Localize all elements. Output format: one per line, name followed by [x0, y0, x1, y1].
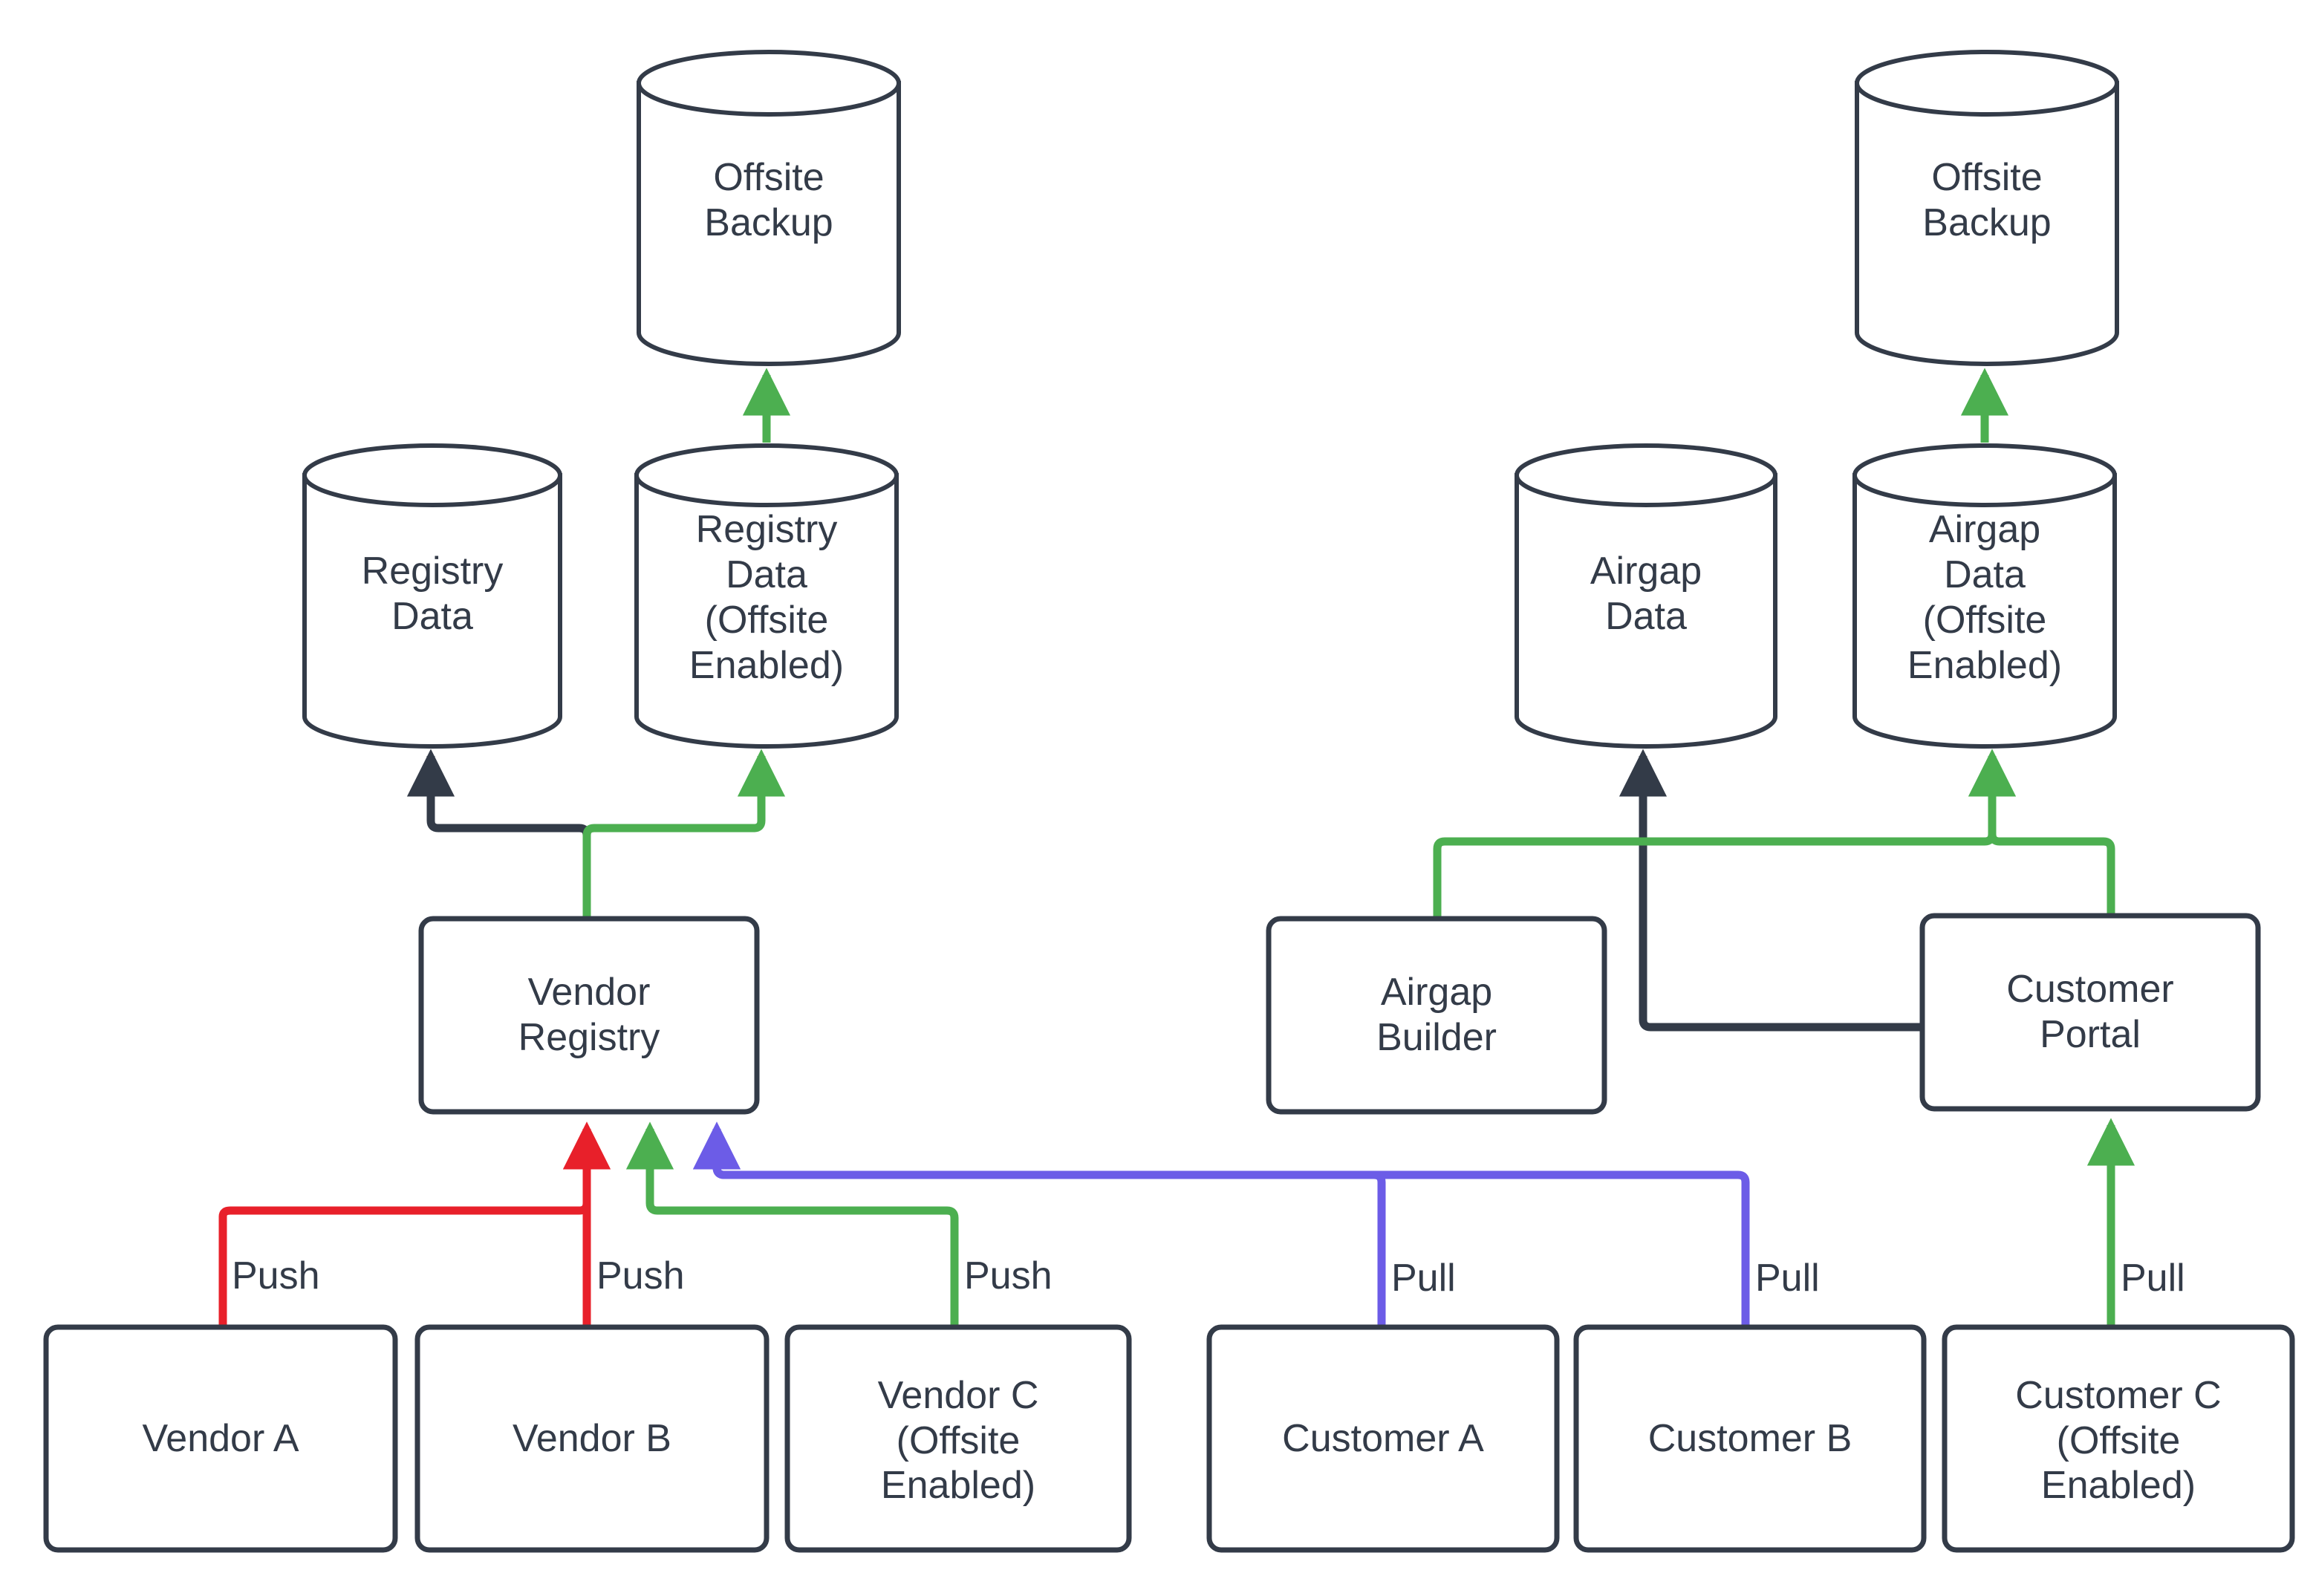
edge-portal-to-airgap-offsite — [1968, 749, 2115, 919]
edge-registry-to-data-offsite — [582, 749, 786, 919]
node-customer-portal[interactable] — [1919, 913, 2261, 1112]
edge-label-pull-customer-b: Pull — [1751, 1257, 1824, 1300]
node-customer-c[interactable] — [1942, 1324, 2295, 1553]
node-vendor-a[interactable] — [43, 1324, 398, 1553]
node-registry-data[interactable] — [302, 443, 562, 749]
node-offsite-backup-right[interactable] — [1855, 50, 2119, 366]
node-vendor-b[interactable] — [414, 1324, 770, 1553]
node-airgap-data[interactable] — [1515, 443, 1777, 749]
edge-label-push-vendor-a: Push — [227, 1254, 325, 1298]
edge-registry-to-data — [406, 749, 591, 919]
edge-builder-to-airgap-offsite — [1433, 749, 2017, 919]
node-airgap-data-offsite[interactable] — [1852, 443, 2117, 749]
edge-portal-to-airgap-data — [1619, 749, 1922, 1032]
edge-label-push-vendor-c: Push — [960, 1254, 1057, 1298]
edge-customer-b-pull — [692, 1121, 1750, 1327]
node-vendor-registry[interactable] — [418, 916, 760, 1115]
node-registry-data-offsite[interactable] — [634, 443, 899, 749]
edge-label-push-vendor-b: Push — [592, 1254, 689, 1298]
node-offsite-backup-left[interactable] — [637, 50, 901, 366]
node-customer-a[interactable] — [1206, 1324, 1560, 1553]
edge-label-pull-customer-a: Pull — [1387, 1257, 1460, 1300]
node-customer-b[interactable] — [1573, 1324, 1927, 1553]
edge-label-pull-customer-c: Pull — [2116, 1257, 2190, 1300]
node-vendor-c[interactable] — [784, 1324, 1132, 1553]
edge-vendor-c-push — [625, 1121, 959, 1327]
node-airgap-builder[interactable] — [1266, 916, 1607, 1115]
